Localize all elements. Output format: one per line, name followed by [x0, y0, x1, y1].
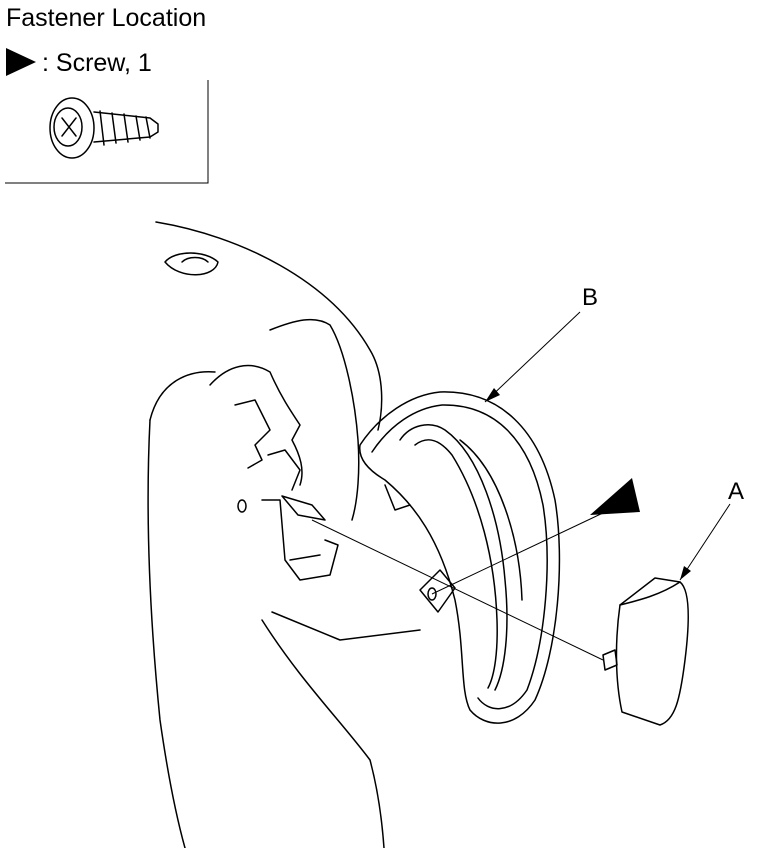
triangle-marker-icon	[6, 48, 36, 76]
assembly-lines	[311, 511, 606, 661]
body-panel	[147, 221, 421, 848]
screw-icon	[49, 97, 159, 159]
bezel-part-b	[359, 391, 561, 724]
legend-box	[5, 80, 209, 184]
panel-mount-tab	[237, 495, 326, 521]
cap-part-a	[602, 577, 690, 726]
screw-location-marker-icon	[590, 478, 640, 515]
callout-label-b: B	[582, 284, 599, 311]
legend-label: : Screw, 1	[42, 49, 152, 77]
fastener-legend: : Screw, 1	[6, 47, 152, 79]
page-title: Fastener Location	[6, 4, 207, 32]
callout-leader-b	[484, 311, 581, 403]
callout-leader-a	[679, 503, 731, 581]
callout-label-a: A	[728, 478, 745, 505]
